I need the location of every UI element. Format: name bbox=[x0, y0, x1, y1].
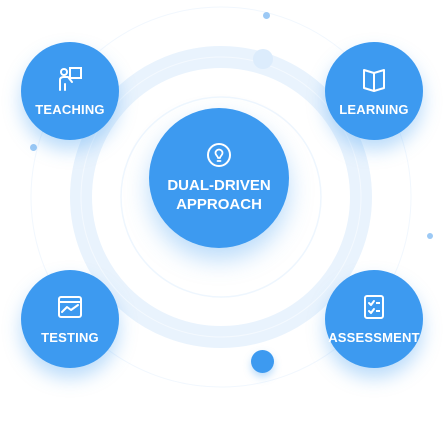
node-learning: LEARNING bbox=[325, 42, 423, 140]
orbit-dot bbox=[253, 49, 273, 69]
node-teaching: TEACHING bbox=[21, 42, 119, 140]
node-label: TESTING bbox=[41, 329, 99, 345]
node-assessment: ASSESSMENT bbox=[325, 270, 423, 368]
node-label: TEACHING bbox=[35, 101, 105, 117]
orbit-dot bbox=[251, 350, 274, 373]
teacher-board-icon bbox=[59, 66, 82, 91]
middle-ring-edge bbox=[80, 56, 362, 338]
lightbulb-icon bbox=[207, 143, 231, 167]
node-label: LEARNING bbox=[339, 101, 409, 117]
orbit-dot bbox=[263, 12, 270, 19]
open-book-icon bbox=[363, 68, 385, 92]
center-hub: DUAL-DRIVEN APPROACH bbox=[149, 108, 289, 248]
orbit-dot bbox=[30, 144, 37, 151]
node-testing: TESTING bbox=[21, 270, 119, 368]
center-title-line2: APPROACH bbox=[176, 196, 262, 213]
outer-ring bbox=[30, 6, 412, 388]
node-label: ASSESSMENT bbox=[328, 329, 420, 345]
checklist-icon bbox=[364, 294, 384, 319]
center-title-line1: DUAL-DRIVEN bbox=[167, 177, 271, 194]
orbit-dot bbox=[427, 233, 433, 239]
inner-ring bbox=[120, 96, 322, 298]
chart-window-icon bbox=[58, 295, 82, 318]
